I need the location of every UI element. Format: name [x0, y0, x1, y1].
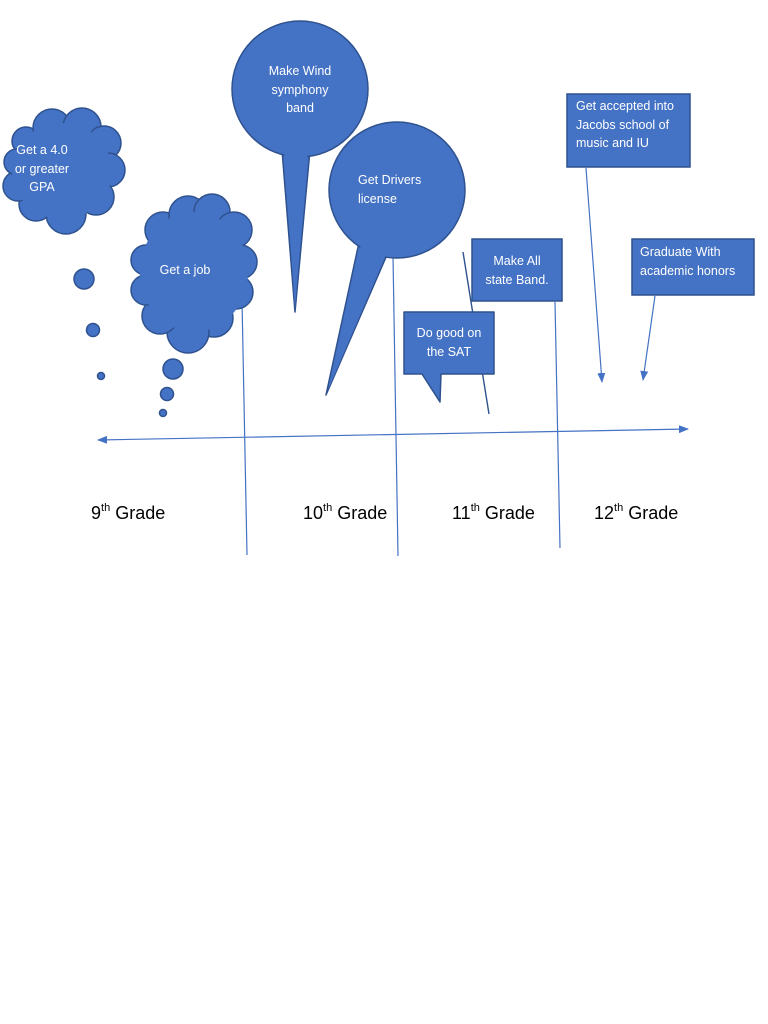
honors-box [631, 238, 755, 296]
grade-label-9: 9th Grade [91, 502, 166, 523]
wind-bubble-text: Make Wind symphony band [268, 64, 332, 115]
gpa-cloud-text: Get a 4.0 or greater GPA [14, 143, 70, 194]
grade-label-12: 12th Grade [594, 502, 679, 523]
drivers-speech-balloon-icon [325, 121, 466, 396]
jacobs-box-text: Get accepted into Jacobs school of music… [576, 99, 674, 150]
grade-label-10: 10th Grade [303, 502, 388, 523]
sat-callout-text: Do good on the SAT [416, 326, 482, 359]
sat-callout-icon [403, 311, 495, 403]
grade-divider-3 [554, 301, 561, 549]
job-thought-dots [158, 358, 184, 418]
jacobs-arrow [585, 167, 606, 383]
grade-divider-1 [241, 299, 248, 556]
grade-divider-2 [392, 255, 399, 557]
allstate-box-text: Make All state Band. [485, 254, 549, 287]
allstate-box [471, 238, 563, 302]
drivers-bubble-text: Get Drivers license [358, 173, 422, 206]
wind-speech-balloon-icon [231, 20, 369, 313]
job-cloud-text: Get a job [159, 263, 211, 277]
jacobs-box [566, 93, 691, 168]
gpa-thought-dots [73, 268, 106, 381]
grade-label-11: 11th Grade [452, 502, 535, 523]
honors-arrow [640, 295, 656, 381]
timeline-axis-arrow [97, 425, 689, 444]
honors-box-text: Graduate With academic honors [640, 245, 736, 278]
